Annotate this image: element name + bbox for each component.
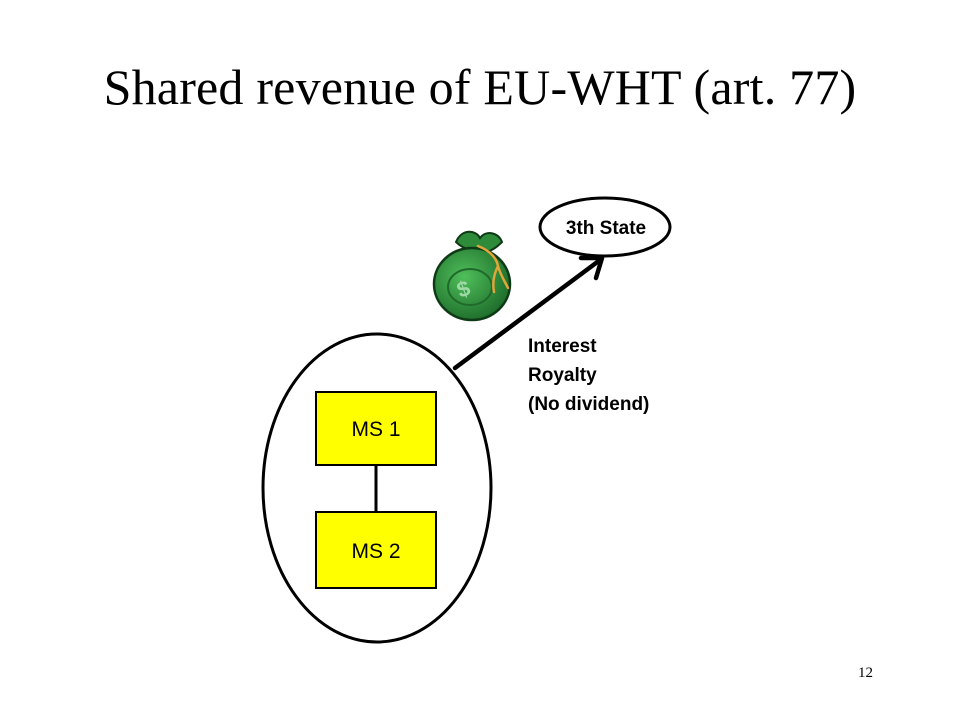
flow-arrow-head: [578, 255, 605, 281]
ms2-label: MS 2: [351, 540, 400, 563]
flow-labels: Interest Royalty (No dividend): [528, 336, 649, 415]
ms1-label: MS 1: [351, 418, 400, 441]
ms1-box: MS 1: [315, 391, 437, 466]
slide-title: Shared revenue of EU-WHT (art. 77): [103, 59, 857, 115]
ms2-box-rect: [315, 511, 437, 589]
money-bag-swirl: [447, 268, 493, 306]
money-bag-tie: [476, 244, 510, 294]
page-number: 12: [858, 665, 873, 681]
ms2-box: MS 2: [315, 511, 437, 589]
third-state: 3th State: [538, 196, 672, 258]
flow-label-interest: Interest: [528, 336, 597, 357]
flow-label-royalty: Royalty: [528, 365, 597, 386]
third-state-label: 3th State: [566, 218, 646, 239]
flow-arrow-shaft: [452, 257, 603, 371]
ms1-box-rect: [315, 391, 437, 466]
money-bag-body: [432, 246, 512, 322]
money-bag-icon: $: [432, 230, 512, 322]
third-state-ellipse: [538, 196, 672, 258]
flow-arrow: [452, 255, 605, 371]
flow-label-no-dividend: (No dividend): [528, 394, 649, 415]
